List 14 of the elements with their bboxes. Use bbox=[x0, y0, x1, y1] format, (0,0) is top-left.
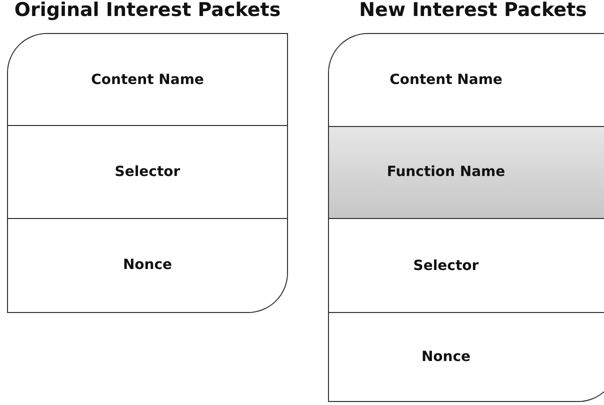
field-name: Content Name bbox=[91, 72, 204, 88]
packet-field bbox=[8, 218, 287, 312]
packet-field bbox=[329, 312, 604, 401]
packet-field bbox=[329, 126, 604, 218]
packet-field bbox=[8, 34, 287, 126]
field-name: Selector bbox=[413, 258, 479, 274]
field-name: Content Name bbox=[390, 72, 502, 88]
field-name: Nonce bbox=[122, 257, 172, 274]
field-name: Selector bbox=[114, 164, 180, 180]
packet-heading: New Interest Packets bbox=[358, 0, 588, 21]
field-name: Nonce bbox=[421, 349, 471, 366]
field-name: Function Name bbox=[386, 164, 506, 180]
packet-heading: Original Interest Packets bbox=[13, 0, 282, 21]
packet-field bbox=[329, 218, 604, 312]
